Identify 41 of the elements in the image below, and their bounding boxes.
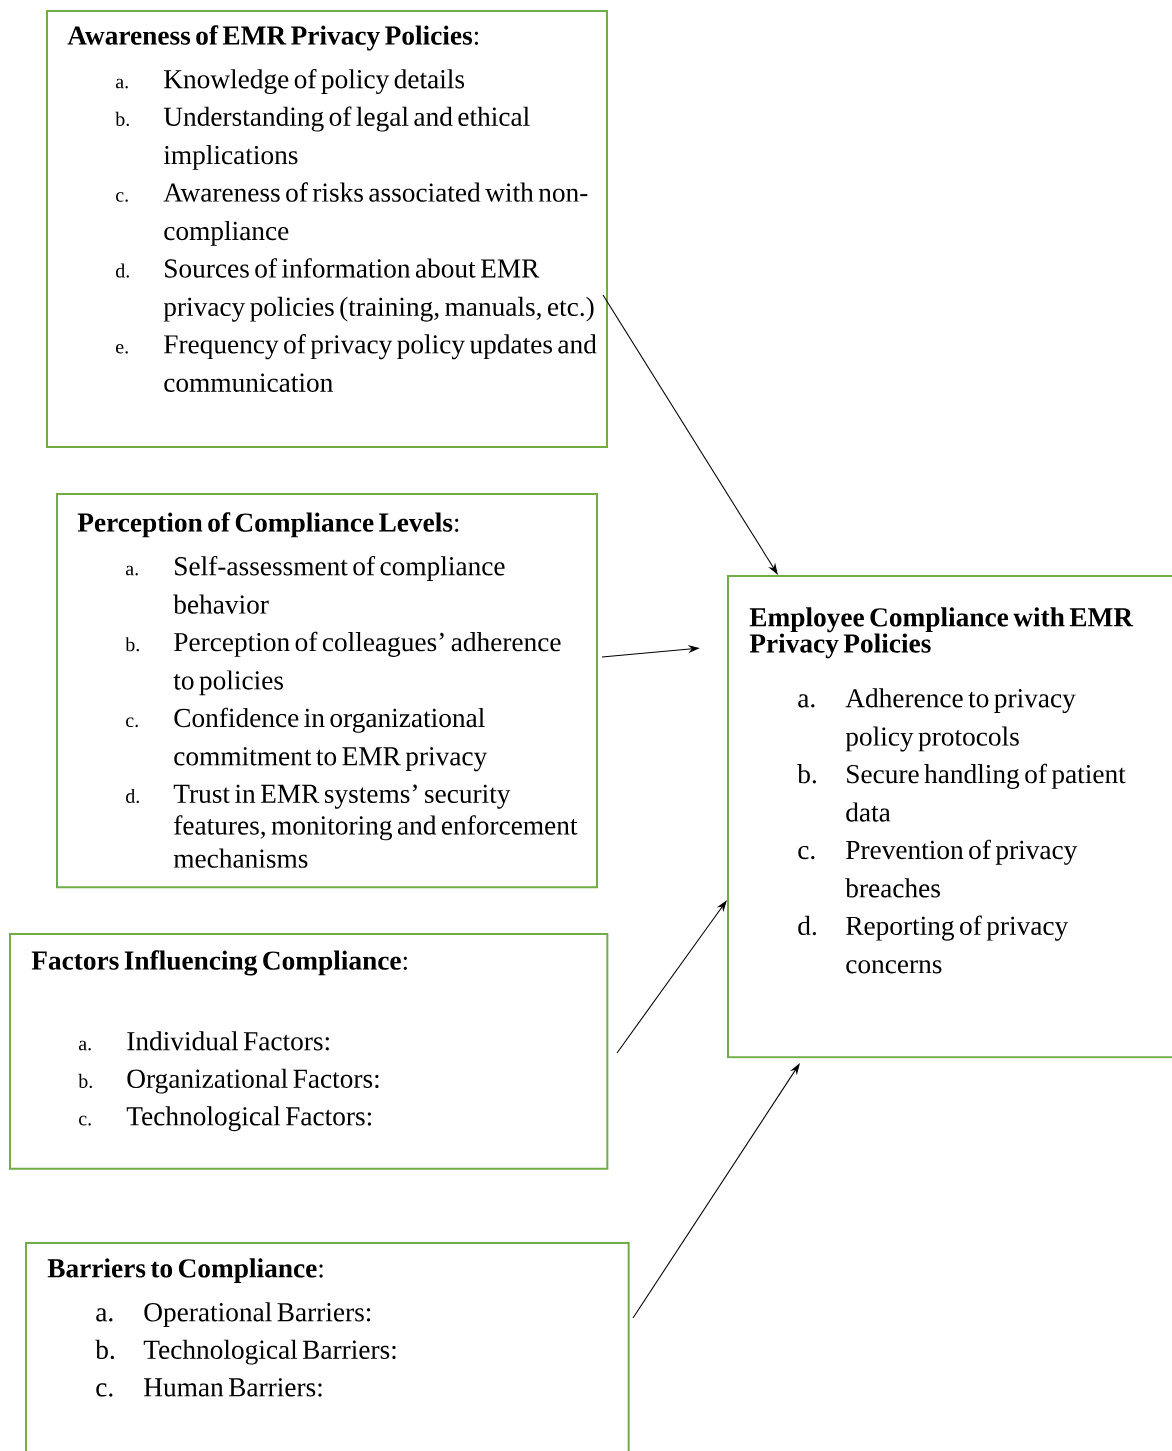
list-item: Reporting of privacy concerns [846,915,1069,974]
arrow [602,294,778,575]
list-marker: b. [797,764,816,784]
list-item: Confidence in organizational commitment to EMR privacy [174,707,488,772]
list-item: Awareness of risks associated with non-compliance [163,182,588,246]
list-item: Perception of colleagues’ adherence to policies [173,631,561,696]
list-item: Sources of information about EMR privacy policies (training, manuals, etc.) [163,258,594,322]
list-marker: e. [116,343,128,354]
list-item: Organizational Factors: [127,1068,379,1094]
list-item: Frequency of privacy policy updates and communication [164,334,597,392]
list-marker: a. [798,694,815,708]
list-item: Self-assessment of compliance behavior [173,555,505,614]
list-item: Individual Factors: [127,1031,329,1051]
list-marker: c. [96,1383,113,1397]
list-item: Adherence to privacy policy protocols [845,688,1076,752]
list-marker: b. [115,111,129,126]
list-item: Prevention of privacy breaches [845,839,1078,898]
list-item: Trust in EMR systems’ security features, monitoring and enforcement mechanisms [173,784,578,868]
list-marker: b. [95,1339,114,1360]
list-marker: d. [116,263,129,278]
list-marker: b. [125,637,139,652]
list-marker: c. [79,1115,91,1126]
list-item: Understanding of legal and ethical implications [163,106,530,170]
list-marker: d. [798,915,816,936]
list-item: Human Barriers: [144,1378,322,1397]
arrow [616,900,727,1054]
list-marker: b. [78,1073,92,1088]
list-item: Knowledge of policy details [164,68,465,95]
list-marker: a. [79,1040,91,1051]
list-marker: c. [126,717,138,728]
list-marker: c. [798,846,815,860]
list-marker: a. [126,565,138,576]
list-item: Secure handling of patient data [846,763,1126,822]
list-marker: c. [116,192,128,202]
list-marker: d. [126,788,139,804]
arrow [632,1063,800,1319]
list-item: Technological Factors: [126,1106,371,1132]
list-item: Operational Barriers: [144,1302,371,1327]
list-marker: a. [116,78,128,89]
list-item: Technological Barriers: [143,1339,396,1365]
list-marker: a. [96,1308,113,1322]
